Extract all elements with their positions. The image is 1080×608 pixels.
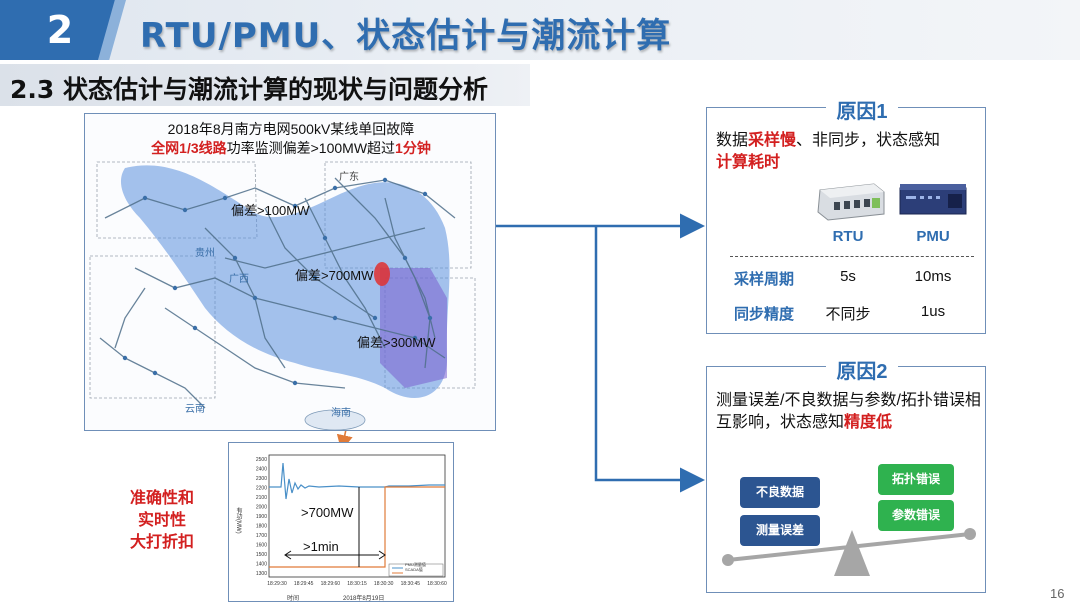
chip-parameter-error: 参数错误 <box>878 500 954 531</box>
y-ticks: 2500 2400 2300 2200 2100 2000 1900 1800 1700 1600… <box>256 457 267 577</box>
label-dev700: 偏差>700MW <box>295 268 374 283</box>
cause1-panel <box>706 107 986 334</box>
section-number: 2 <box>46 8 74 52</box>
y-tick-label: 1800 <box>256 524 267 530</box>
x-tick-label: 18:29:45 <box>294 581 314 587</box>
label-guangdong: 广东 <box>339 172 359 183</box>
chart-xlabel-date: 2018年8月19日 <box>343 596 385 602</box>
balance-fulcrum <box>834 530 870 576</box>
cause1-title: 原因1 <box>826 95 898 124</box>
y-tick-label: 2500 <box>256 457 267 463</box>
page-title: RTU/PMU、状态估计与潮流计算 <box>140 16 672 56</box>
pmu-sync-value: 1us <box>920 303 946 320</box>
cause1-desc-prefix: 数据 <box>716 132 749 149</box>
grid-map-panel: 2018年8月南方电网500kV某线单回故障 全网1/3线路功率监测偏差>100… <box>84 113 496 431</box>
quality-warning: 准确性和 实时性 大打折扣 <box>114 488 210 554</box>
rtu-sampling-value: 5s <box>840 268 856 285</box>
chip-topology-error: 拓扑错误 <box>878 464 954 495</box>
deviation-700mw-spot <box>374 262 390 286</box>
rtu-device-image <box>817 183 885 221</box>
row-label-sampling: 采样周期 <box>734 271 795 288</box>
page-number: 16 <box>1050 586 1065 601</box>
legend-scada: SCADA值 <box>405 567 423 572</box>
y-tick-label: 1500 <box>256 552 267 558</box>
cause1-desc-mid: 、非同步，状态感知 <box>796 132 941 149</box>
map-caption-red2: 1分钟 <box>395 140 431 156</box>
pmu-series <box>269 462 445 500</box>
chart-ylabel: 有功(MW) <box>235 507 241 534</box>
scada-series <box>269 486 445 568</box>
map-caption: 2018年8月南方电网500kV某线单回故障 <box>167 121 415 137</box>
rtu-label: RTU <box>832 228 864 245</box>
row-label-sync: 同步精度 <box>734 306 795 323</box>
x-tick-label: 18:30:60 <box>427 581 447 587</box>
region-outline <box>324 161 472 269</box>
label-yunnan: 云南 <box>185 404 205 415</box>
deviation-100mw-zone <box>120 165 450 398</box>
arrow-to-cause2 <box>594 226 705 493</box>
map-caption-red1: 全网1/3线路 <box>151 140 227 156</box>
cause2-description: 测量误差/不良数据与参数/拓扑错误相互影响，状态感知精度低 <box>716 390 982 434</box>
label-guangxi: 广西 <box>229 274 249 285</box>
cause2-desc-red: 精度低 <box>844 414 893 431</box>
pmu-label: PMU <box>916 228 950 245</box>
deviation-300mw-zone <box>380 268 447 388</box>
map-caption-line2: 全网1/3线路功率监测偏差>100MW超过1分钟 <box>85 138 495 158</box>
annot-time: >1min <box>303 539 339 554</box>
y-tick-label: 1900 <box>256 514 267 520</box>
cause1-description: 数据采样慢、非同步，状态感知计算耗时 <box>716 130 982 174</box>
chip-bad-data: 不良数据 <box>740 477 820 508</box>
map-caption-mid: 功率监测偏差>100MW超过 <box>226 140 396 156</box>
y-tick-label: 1400 <box>256 562 267 568</box>
annot-power: >700MW <box>301 505 354 520</box>
section-subtitle: 2.3 状态估计与潮流计算的现状与问题分析 <box>10 75 488 104</box>
x-tick-label: 18:30:45 <box>401 581 421 587</box>
quality-line-3: 大打折扣 <box>129 534 194 551</box>
y-tick-label: 2400 <box>256 467 267 473</box>
x-tick-label: 18:29:60 <box>321 581 341 587</box>
rtu-sync-value: 不同步 <box>825 306 871 323</box>
chart-xlabel: 时间 <box>287 596 300 602</box>
subtitle-bar <box>0 64 530 106</box>
pmu-device-image <box>899 184 967 215</box>
x-ticks: 18:29:30 18:29:45 18:29:60 18:30:15 18:30:30… <box>267 581 447 587</box>
legend-pmu: PMU测量值 <box>405 562 426 567</box>
label-dev300: 偏差>300MW <box>357 335 436 350</box>
balance-scale <box>722 528 976 576</box>
power-chart: 2500 2400 2300 2200 2100 2000 1900 1800 1700 1600… <box>256 454 447 587</box>
y-tick-label: 1700 <box>256 533 267 539</box>
y-tick-label: 1300 <box>256 571 267 577</box>
power-chart-panel: 2500 2400 2300 2200 2100 2000 1900 1800 1700 1600… <box>228 442 454 602</box>
x-tick-label: 18:30:30 <box>374 581 394 587</box>
pmu-sampling-value: 10ms <box>914 268 952 285</box>
y-tick-label: 2300 <box>256 476 267 482</box>
grid-map <box>89 161 476 430</box>
y-tick-label: 2200 <box>256 486 267 492</box>
chip-measurement-error: 测量误差 <box>740 515 820 546</box>
cause2-desc-main: 测量误差/不良数据与参数/拓扑错误相互影响，状态感知 <box>716 392 981 431</box>
plot-area <box>268 454 446 578</box>
cause2-title: 原因2 <box>826 355 898 384</box>
title-bar <box>0 0 1080 60</box>
region-outline <box>89 255 216 399</box>
x-tick-label: 18:30:15 <box>347 581 367 587</box>
quality-line-2: 实时性 <box>137 512 186 529</box>
y-tick-label: 1600 <box>256 543 267 549</box>
label-hainan: 海南 <box>331 408 351 419</box>
region-outline <box>96 161 258 239</box>
cause1-divider <box>730 256 974 257</box>
label-dev100: 偏差>100MW <box>231 203 310 218</box>
cause1-desc-red2: 计算耗时 <box>716 154 781 171</box>
x-tick-label: 18:29:30 <box>267 581 287 587</box>
hainan-island <box>304 409 366 430</box>
substation-nodes <box>122 177 433 386</box>
quality-line-1: 准确性和 <box>129 490 194 507</box>
y-tick-label: 2100 <box>256 495 267 501</box>
cause1-desc-red1: 采样慢 <box>748 132 797 149</box>
label-guizhou: 贵州 <box>195 248 215 259</box>
y-tick-label: 2000 <box>256 505 267 511</box>
